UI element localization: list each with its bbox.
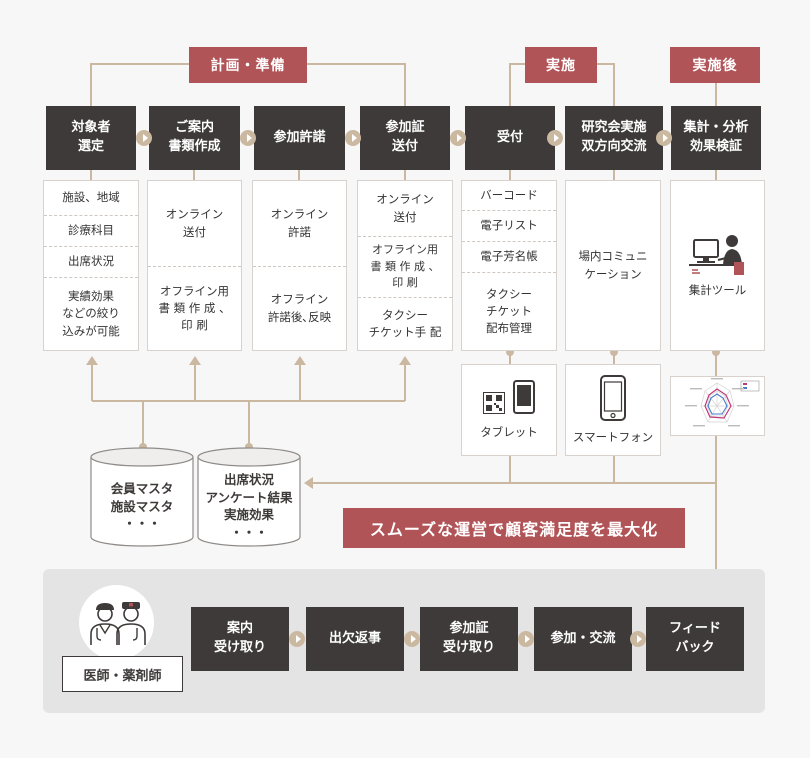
results-database-icon xyxy=(197,447,301,547)
phase-plan-tag: 計画・準備 xyxy=(189,47,307,83)
detail-card-pass: オンライン 送付 オフライン用 書 類 作 成 、 印 刷 タクシー チケット手… xyxy=(357,180,453,351)
member-database-label: 会員マスタ 施設マスタ ・・・ xyxy=(110,481,174,531)
smartphone-label: スマートフォン xyxy=(572,429,654,444)
tablet-label: タブレット xyxy=(480,424,538,439)
step-send-pass: 参加証 送付 xyxy=(360,106,450,170)
doctor-step-receive-guide: 案内 受け取り xyxy=(191,607,289,671)
tablet-icon xyxy=(513,379,535,414)
arrow-right-icon xyxy=(136,130,152,146)
arrow-right-icon xyxy=(404,631,420,647)
detail-card-target: 施設、地域 診療科目 出席状況 実績効果 などの絞り 込みが可能 xyxy=(43,180,139,351)
arrow-right-icon xyxy=(450,130,466,146)
detail-item: オフライン 許諾後､反映 xyxy=(253,266,346,350)
detail-item: 診療科目 xyxy=(44,215,138,246)
step-guide-docs: ご案内 書類作成 xyxy=(149,106,240,170)
satisfaction-banner: スムーズな運営で顧客満足度を最大化 xyxy=(343,508,685,548)
detail-item-aggregation: 集計ツール xyxy=(671,181,764,350)
person-at-computer-icon xyxy=(688,234,744,275)
step-analysis: 集計・分析 効果検証 xyxy=(671,106,761,170)
detail-item: オンライン 送付 xyxy=(376,192,434,224)
tablet-card: タブレット xyxy=(461,364,557,456)
detail-item: タクシー チケット手 配 xyxy=(358,297,452,350)
member-database-icon xyxy=(90,447,194,547)
arrow-right-icon xyxy=(240,130,256,146)
detail-item: 出席状況 xyxy=(44,246,138,277)
smartphone-card: スマートフォン xyxy=(565,364,661,456)
doctor-step-receive-pass: 参加証 受け取り xyxy=(420,607,518,671)
detail-card-consent: オンライン 許諾 オフライン 許諾後､反映 xyxy=(252,180,347,351)
arrow-right-icon xyxy=(345,130,361,146)
step-target-selection: 対象者 選定 xyxy=(46,106,136,170)
qr-code-icon xyxy=(483,391,505,414)
detail-card-guide: オンライン 送付 オフライン用 書 類 作 成 、 印 刷 xyxy=(147,180,242,351)
phase-execute-tag: 実施 xyxy=(525,47,597,83)
detail-item: オフライン用 書 類 作 成 、 印 刷 xyxy=(358,236,452,297)
detail-card-reception: バーコード 電子リスト 電子芳名帳 タクシー チケット 配布管理 xyxy=(461,180,557,351)
doctor-avatar xyxy=(79,585,154,660)
detail-item: オンライン 許諾 xyxy=(270,207,329,239)
detail-item: 施設、地域 xyxy=(62,190,120,205)
aggregation-tool-label: 集計ツール xyxy=(688,282,747,297)
doctor-step-participate: 参加・交流 xyxy=(534,607,632,671)
detail-item: 場内コミュニ ケーション xyxy=(578,249,648,281)
results-database-label: 出席状況 アンケート結果 実施効果 ・・・ xyxy=(205,472,293,540)
detail-item: 実績効果 などの絞り 込みが可能 xyxy=(44,277,138,350)
step-workshop: 研究会実施 双方向交流 xyxy=(565,106,663,170)
doctor-pharmacist-label: 医師・薬剤師 xyxy=(62,656,183,692)
smartphone-icon xyxy=(600,374,626,421)
detail-card-analysis: 集計ツール xyxy=(670,180,765,351)
phase-after-tag: 実施後 xyxy=(670,47,760,83)
arrow-right-icon xyxy=(547,130,563,146)
detail-item: タクシー チケット 配布管理 xyxy=(462,272,556,350)
step-participation-consent: 参加許諾 xyxy=(254,106,345,170)
radar-chart-icon xyxy=(685,378,760,427)
arrow-right-icon xyxy=(630,631,646,647)
step-reception: 受付 xyxy=(465,106,555,170)
doctor-step-rsvp: 出欠返事 xyxy=(306,607,404,671)
arrow-right-icon xyxy=(656,130,672,146)
detail-item: 電子リスト xyxy=(462,210,556,241)
arrow-right-icon xyxy=(289,631,305,647)
detail-card-workshop: 場内コミュニ ケーション xyxy=(565,180,661,351)
detail-item: バーコード xyxy=(480,187,538,202)
detail-item: オンライン 送付 xyxy=(165,207,224,239)
radar-chart-thumbnail xyxy=(670,376,765,436)
doctor-step-feedback: フィード バック xyxy=(646,607,744,671)
detail-item: 電子芳名帳 xyxy=(462,241,556,272)
detail-item: オフライン用 書 類 作 成 、 印 刷 xyxy=(148,266,241,350)
arrow-right-icon xyxy=(518,631,534,647)
doctor-pharmacist-icon xyxy=(89,601,146,645)
